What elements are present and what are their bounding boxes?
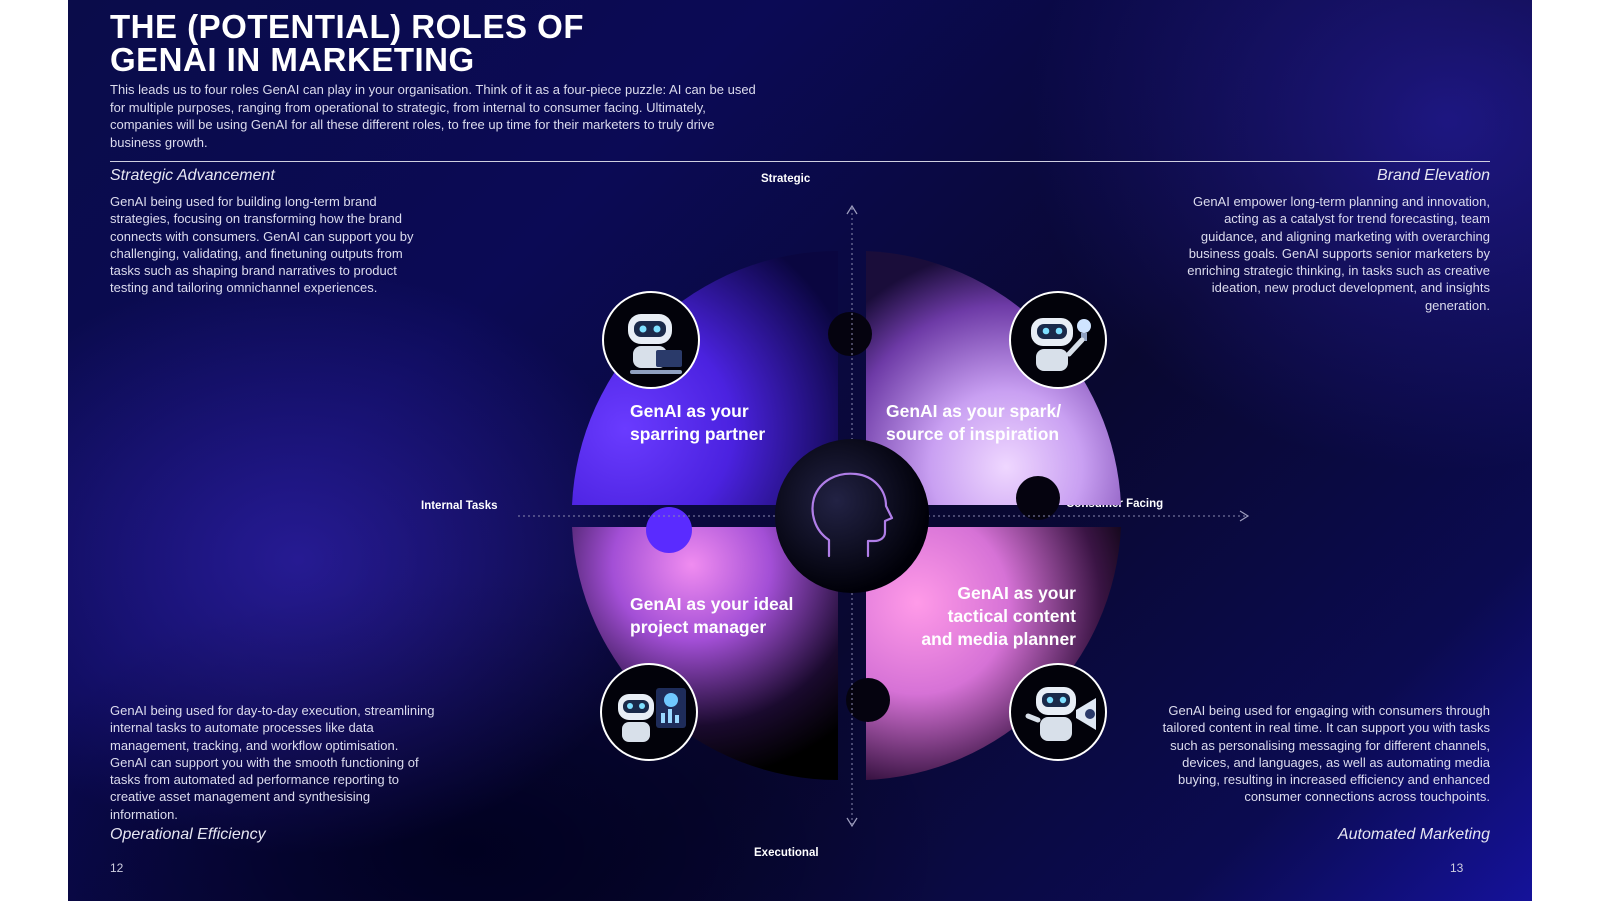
- heading-automated-marketing: Automated Marketing: [1337, 826, 1490, 843]
- heading-strategic-advancement: Strategic Advancement: [110, 167, 275, 184]
- robot-analytics-icon: [600, 663, 698, 761]
- piece-title-spark-inspiration: GenAI as your spark/ source of inspirati…: [886, 400, 1061, 446]
- page-title-line-1: THE (POTENTIAL) ROLES OF: [110, 8, 584, 45]
- heading-operational-efficiency: Operational Efficiency: [110, 826, 266, 843]
- magazine-spread: THE (POTENTIAL) ROLES OF GENAI IN MARKET…: [68, 0, 1532, 901]
- axis-label-executional: Executional: [754, 847, 819, 859]
- robot-megaphone-icon: [1009, 663, 1107, 761]
- axis-label-strategic: Strategic: [761, 173, 811, 185]
- puzzle-knob-top: [828, 312, 872, 356]
- piece-title-sparring-line-2: sparring partner: [630, 424, 766, 444]
- divider-rule: [110, 161, 1490, 162]
- puzzle-svg: [466, 204, 1250, 828]
- text-strategic-advancement: GenAI being used for building long-term …: [110, 194, 414, 296]
- piece-title-pm-line-2: project manager: [630, 617, 767, 637]
- puzzle-piece-top-left: [572, 250, 838, 505]
- heading-brand-elevation: Brand Elevation: [1377, 167, 1490, 184]
- robot-idea-icon: [1009, 291, 1107, 389]
- axis-label-internal-tasks: Internal Tasks: [421, 500, 498, 512]
- puzzle-piece-bottom-left: [572, 527, 838, 781]
- text-automated-marketing: GenAI being used for engaging with consu…: [1162, 703, 1490, 805]
- puzzle-piece-bottom-right: [866, 527, 1121, 780]
- robot-coder-icon: [602, 291, 700, 389]
- piece-title-tactical-line-1: GenAI as your: [957, 583, 1076, 603]
- piece-title-pm-line-1: GenAI as your ideal: [630, 594, 794, 614]
- puzzle-diagram: GenAI as your sparring partner GenAI as …: [466, 200, 1284, 850]
- arrow-up: [846, 204, 858, 215]
- piece-title-tactical-line-2: tactical content: [947, 606, 1076, 626]
- page-number-right: 13: [1450, 861, 1464, 875]
- puzzle-knob-bottom: [846, 678, 890, 722]
- text-brand-elevation: GenAI empower long-term planning and inn…: [1187, 194, 1490, 313]
- arrow-down: [846, 817, 858, 828]
- puzzle-knob-left: [646, 507, 692, 553]
- page-title: THE (POTENTIAL) ROLES OF GENAI IN MARKET…: [110, 10, 584, 76]
- piece-title-spark-line-1: GenAI as your spark/: [886, 401, 1062, 421]
- piece-title-sparring-partner: GenAI as your sparring partner: [630, 400, 765, 446]
- page-title-line-2: GENAI IN MARKETING: [110, 41, 475, 78]
- piece-title-sparring-line-1: GenAI as your: [630, 401, 749, 421]
- arrow-right: [1239, 510, 1250, 522]
- piece-title-tactical-planner: GenAI as your tactical content and media…: [876, 582, 1076, 651]
- piece-title-project-manager: GenAI as your ideal project manager: [630, 593, 793, 639]
- page-number-left: 12: [110, 861, 124, 875]
- center-hub: [775, 439, 929, 593]
- puzzle-knob-right: [1016, 476, 1060, 520]
- text-operational-efficiency: GenAI being used for day-to-day executio…: [110, 703, 435, 822]
- puzzle-piece-top-right: [866, 251, 1121, 505]
- head-profile-icon: [811, 472, 894, 558]
- intro-paragraph: This leads us to four roles GenAI can pl…: [110, 82, 756, 150]
- piece-title-spark-line-2: source of inspiration: [886, 424, 1060, 444]
- piece-title-tactical-line-3: and media planner: [921, 629, 1076, 649]
